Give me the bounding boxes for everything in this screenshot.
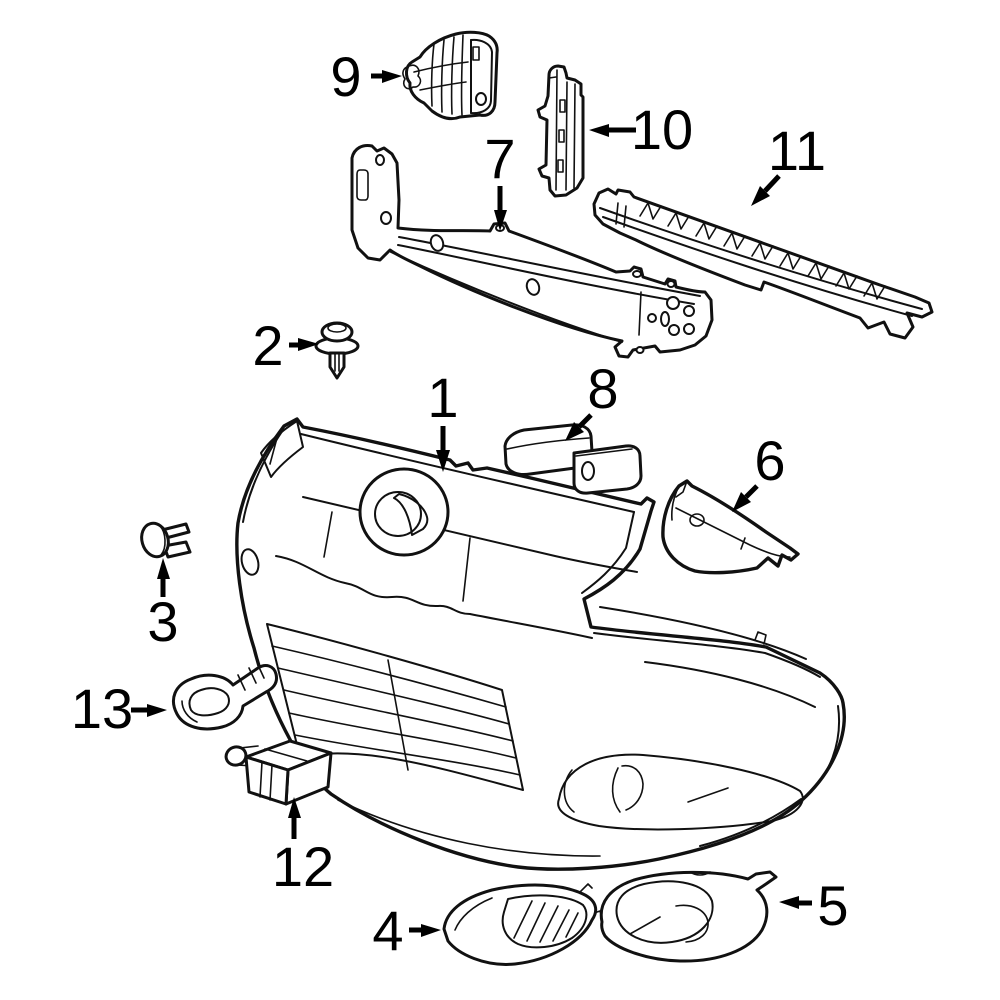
callout-6-arrow xyxy=(744,484,759,499)
sensor-front-face xyxy=(244,755,290,806)
emblem-swoosh xyxy=(393,493,429,536)
callout-8-label: 8 xyxy=(587,357,618,420)
callout-1-label: 1 xyxy=(427,366,458,429)
mount-bracket xyxy=(402,30,499,121)
bumper-cover xyxy=(235,417,846,871)
callout-11: 11 xyxy=(751,119,826,206)
callout-8: 8 xyxy=(565,357,619,441)
retainer-loop xyxy=(172,664,278,731)
emblem-ring xyxy=(358,467,450,557)
push-clip xyxy=(314,321,360,380)
side-bracket xyxy=(536,64,585,198)
lower-grille xyxy=(266,623,524,791)
callout-7: 7 xyxy=(484,127,516,231)
callout-10-label: 10 xyxy=(631,98,693,161)
side-support-hole xyxy=(689,513,705,527)
callout-6: 6 xyxy=(732,429,786,512)
side-bracket-body xyxy=(536,64,585,198)
callout-5: 5 xyxy=(779,874,849,937)
retainer-hole xyxy=(581,461,595,481)
callouts: 1 2 3 4 5 6 7 xyxy=(71,45,849,962)
callout-9-label: 9 xyxy=(330,45,361,108)
callout-3: 3 xyxy=(147,558,179,653)
fog-lamp-cover xyxy=(442,883,603,966)
callout-5-label: 5 xyxy=(817,874,848,937)
callout-1: 1 xyxy=(427,366,459,472)
grommet-clip xyxy=(140,521,192,559)
callout-3-label: 3 xyxy=(147,590,178,653)
side-support-body xyxy=(661,479,800,575)
callout-7-label: 7 xyxy=(484,127,515,190)
callout-8-arrow xyxy=(577,413,593,429)
clip-shank xyxy=(328,351,346,380)
callout-12: 12 xyxy=(272,797,334,898)
emblem-inner xyxy=(374,491,422,537)
callout-13-label: 13 xyxy=(71,677,133,740)
callout-2-label: 2 xyxy=(252,314,283,377)
sensor-block xyxy=(224,739,333,806)
retainer-right-box xyxy=(572,444,643,495)
fog-bezel-body xyxy=(599,870,778,963)
fog-cover-grille xyxy=(501,894,588,949)
callout-4-label: 4 xyxy=(372,899,403,962)
callout-10: 10 xyxy=(589,98,693,161)
callout-12-label: 12 xyxy=(272,835,334,898)
callout-9: 9 xyxy=(330,45,402,108)
callout-4: 4 xyxy=(372,899,441,962)
callout-6-label: 6 xyxy=(754,429,785,492)
beam-body xyxy=(350,144,714,359)
fog-lamp-bezel xyxy=(599,870,778,963)
fog-bezel-opening xyxy=(615,880,714,944)
callout-13: 13 xyxy=(71,677,167,740)
bracket-bolt-hole xyxy=(475,92,487,106)
fog-recess xyxy=(557,753,804,831)
callout-11-label: 11 xyxy=(768,119,826,182)
absorber-panel xyxy=(592,187,934,340)
grommet-prong-lower xyxy=(162,540,192,559)
retainer-loop-body xyxy=(172,664,278,731)
grommet-head xyxy=(140,521,170,559)
callout-11-arrow xyxy=(763,174,781,193)
side-support-highlighted xyxy=(661,479,800,575)
callout-2: 2 xyxy=(252,314,319,377)
